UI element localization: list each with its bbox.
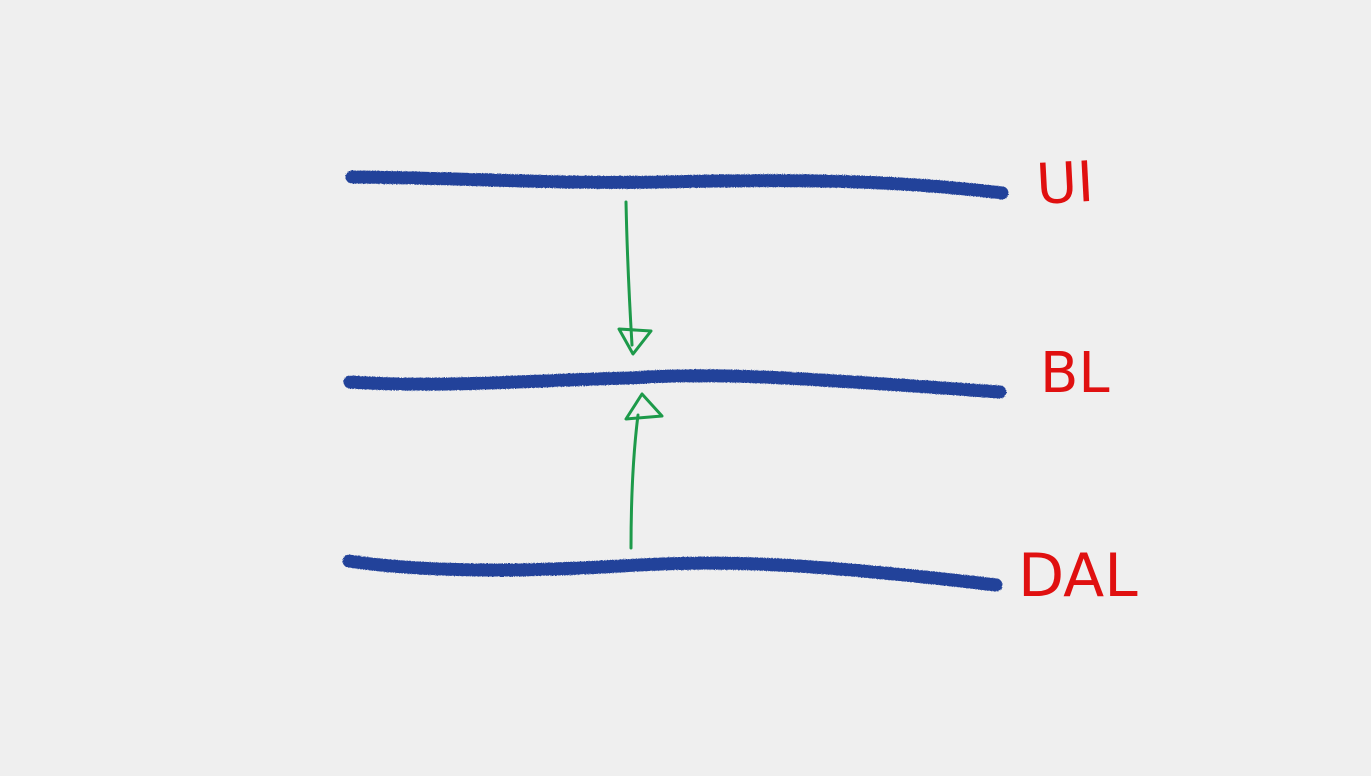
layer-line-ui: [345, 170, 1009, 200]
layer-label-ui: UI: [1035, 150, 1096, 218]
arrow-shaft: [629, 413, 640, 550]
layer-label-bl: BL: [1040, 341, 1110, 406]
arrow-ui-to-bl: [617, 200, 653, 356]
arrow-head-down-icon: [617, 327, 653, 356]
arrow-head-up-icon: [624, 392, 664, 421]
layer-line-bl: [343, 369, 1007, 399]
arrow-dal-to-bl: [624, 392, 664, 550]
arrow-shaft: [624, 200, 634, 347]
layer-label-dal: DAL: [1018, 541, 1138, 611]
layer-line-dal: [342, 554, 1003, 592]
